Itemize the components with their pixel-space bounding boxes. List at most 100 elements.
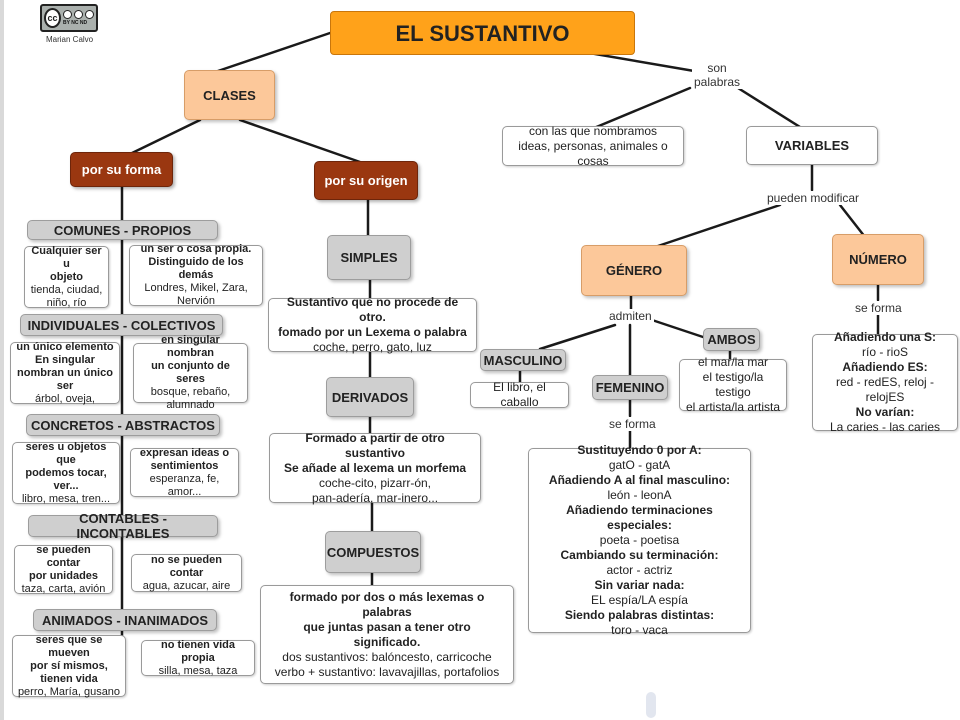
propios-bold-1: un ser o cosa propia. <box>140 243 252 255</box>
concretos-bold-3: ver... <box>53 479 79 492</box>
concretos-abstractos-heading: CONCRETOS - ABSTRACTOS <box>26 414 220 436</box>
masculino-heading-text: MASCULINO <box>483 352 563 368</box>
propios-bold-2: Distinguido de los demás <box>148 256 244 281</box>
compuestos-bold-2: que juntas pasan a tener otro <box>303 619 471 634</box>
numero-rule-1-example: río - rioS <box>861 345 908 359</box>
femenino-rule-6-title: Siendo palabras distintas: <box>564 608 715 622</box>
license-tags: BY NC ND <box>63 20 88 26</box>
animados-bold-3: tienen vida <box>40 672 98 685</box>
comunes-example-2: niño, río <box>46 296 87 309</box>
abstractos-bold-2: sentimientos <box>150 459 219 472</box>
femenino-rules-node: Sustituyendo 0 por A: gatO - gatA Añadie… <box>528 443 751 637</box>
individuales-heading-text: INDIVIDUALES - COLECTIVOS <box>27 317 216 333</box>
ambos-example-2: el testigo/la testigo <box>702 370 764 399</box>
femenino-rule-6-example: toro - vaca <box>611 623 668 637</box>
compuestos-desc: formado por dos o más lexemas o palabras… <box>260 585 514 684</box>
animados-example-1: perro, María, gusano <box>17 685 121 698</box>
page-title: EL SUSTANTIVO <box>395 20 570 46</box>
inanimados-bold-1: no tienen vida propia <box>161 638 235 664</box>
compuestos-node: COMPUESTOS <box>325 531 421 573</box>
derivados-example-1: coche-cito, pizarr-ón, <box>318 475 432 490</box>
femenino-rule-3-example: poeta - poetisa <box>599 533 680 547</box>
edge-clases-forma <box>128 118 202 156</box>
individuales-colectivos-heading: INDIVIDUALES - COLECTIVOS <box>20 314 223 336</box>
edge-admiten-ambos <box>650 318 705 339</box>
abstractos-bold-1: expresan ideas o <box>139 446 230 459</box>
numero-rule-1-title: Añadiendo una S: <box>834 330 936 344</box>
simples-bold-1: Sustantivo que no procede de otro. <box>286 295 459 324</box>
edge-son-conlasque <box>592 86 692 130</box>
femenino-rule-1-example: gatO - gatA <box>608 458 671 472</box>
inanimados-desc: no tienen vida propia silla, mesa, taza <box>141 638 255 677</box>
simples-heading-text: SIMPLES <box>340 250 398 265</box>
simples-bold-2: fomado por un Lexema o palabra <box>278 325 467 339</box>
animados-bold-1: seres que se mueven <box>35 633 103 659</box>
label-se-forma-numero: se forma <box>853 301 904 315</box>
femenino-node: FEMENINO <box>592 375 668 400</box>
variables-label: VARIABLES <box>774 138 850 153</box>
label-son: son <box>707 61 727 75</box>
nd-icon <box>85 10 94 19</box>
simples-node: SIMPLES <box>327 235 411 280</box>
femenino-rule-2-title: Añadiendo A al final masculino: <box>548 473 731 487</box>
edge-pueden-genero <box>653 203 782 249</box>
masculino-example: El libro, el caballo <box>493 380 546 409</box>
colectivos-desc: en singular nombran un conjunto de seres… <box>133 334 248 411</box>
concretos-bold-1: seres u objetos que <box>25 440 107 466</box>
derivados-heading-text: DERIVADOS <box>331 389 409 405</box>
label-son-palabras: son palabras <box>692 61 743 89</box>
incontables-example-1: agua, azucar, aire <box>142 579 231 592</box>
propios-example-2: Nervión <box>177 295 215 307</box>
comunes-heading-text: COMUNES - PROPIOS <box>53 222 192 238</box>
colectivos-bold-1: en singular nombran <box>161 334 220 359</box>
simples-example-1: coche, perro, gato, luz <box>313 340 432 354</box>
compuestos-heading-text: COMPUESTOS <box>326 544 420 560</box>
por-su-forma-node: por su forma <box>70 152 173 187</box>
simples-desc: Sustantivo que no procede de otro. fomad… <box>268 295 477 354</box>
inanimados-example-1: silla, mesa, taza <box>158 664 238 677</box>
edge-clases-origen <box>238 118 362 164</box>
contables-bold-1: se pueden contar <box>36 543 91 569</box>
edge-admiten-masculino <box>538 323 617 351</box>
scroll-handle[interactable] <box>646 692 656 718</box>
propios-example-1: Londres, Mikel, Zara, <box>144 282 248 294</box>
compuestos-bold-1: formado por dos o más lexemas o palabras <box>289 589 485 619</box>
individuales-example-1: árbol, oveja, <box>35 392 95 405</box>
derivados-node: DERIVADOS <box>326 377 414 417</box>
numero-rule-2-title: Añadiendo ES: <box>842 360 928 374</box>
by-icon <box>63 10 72 19</box>
con-las-que-line-1: con las que nombramos <box>528 123 658 138</box>
concretos-example-1: libro, mesa, tren... <box>21 492 111 505</box>
label-admiten: admiten <box>607 309 654 323</box>
derivados-bold-2: Se añade al lexema un morfema <box>283 460 467 475</box>
compuestos-example-1: dos sustantivos: balóncesto, carricoche <box>282 649 492 664</box>
derivados-example-2: pan-adería, mar-inero... <box>311 490 439 505</box>
con-las-que-node: con las que nombramos ideas, personas, a… <box>502 123 684 168</box>
contables-bold-2: por unidades <box>28 569 99 582</box>
femenino-rule-5-example: EL espía/LA espía <box>591 593 688 607</box>
colectivos-example-1: bosque, rebaño, <box>150 386 231 398</box>
femenino-rule-1-title: Sustituyendo 0 por A: <box>577 443 702 457</box>
femenino-heading-text: FEMENINO <box>595 380 665 395</box>
label-se-forma-genero: se forma <box>607 417 658 431</box>
genero-label: GÉNERO <box>605 263 663 278</box>
animados-bold-2: por sí mismos, <box>30 659 108 672</box>
contables-heading-text: CONTABLES - INCONTABLES <box>76 511 170 541</box>
por-su-origen-node: por su origen <box>314 161 418 200</box>
individuales-bold-1: un único elemento <box>16 340 114 353</box>
comunes-desc: Cualquier ser u objeto tienda, ciudad, n… <box>24 245 109 309</box>
label-palabras: palabras <box>694 75 741 89</box>
animados-inanimados-heading: ANIMADOS - INANIMADOS <box>33 609 217 631</box>
masculino-example-node: El libro, el caballo <box>470 380 569 409</box>
page-edge <box>0 0 4 720</box>
contables-incontables-heading: CONTABLES - INCONTABLES <box>28 511 218 541</box>
concretos-bold-2: podemos tocar, <box>25 466 107 479</box>
por-su-origen-label: por su origen <box>324 173 408 188</box>
animados-desc: seres que se mueven por sí mismos, tiene… <box>12 633 126 698</box>
numero-rule-3-example: La caries - las caries <box>829 420 941 434</box>
comunes-bold-2: objeto <box>50 270 83 283</box>
derivados-bold-1: Formado a partir de otro sustantivo <box>305 430 445 460</box>
ambos-example-3: el artista/la artista <box>685 400 781 414</box>
compuestos-bold-3: significado. <box>353 634 421 649</box>
